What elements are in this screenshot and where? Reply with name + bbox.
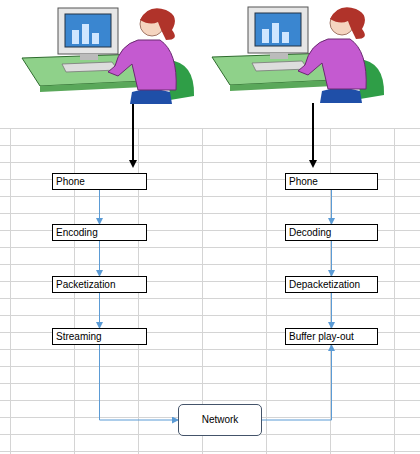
woman-at-computer [22, 8, 194, 104]
box-label: Phone [56, 175, 143, 188]
box-label: Packetization [56, 278, 143, 291]
flow-arrow [262, 345, 332, 420]
box-label: Phone [289, 175, 374, 188]
process-box: Buffer play-out [285, 328, 378, 345]
flow-arrow [99, 190, 100, 224]
box-label: Network [185, 413, 255, 426]
process-box: Phone [285, 173, 378, 190]
process-box: Decoding [285, 224, 378, 241]
flow-arrow [331, 293, 332, 328]
flow-arrow [331, 241, 332, 276]
box-label: Streaming [56, 330, 143, 343]
process-box: Encoding [52, 224, 147, 241]
flow-arrow [100, 345, 179, 420]
process-box: Packetization [52, 276, 147, 293]
box-label: Decoding [289, 226, 374, 239]
flow-arrow [99, 293, 100, 328]
process-box: Phone [52, 173, 147, 190]
process-box: Depacketization [285, 276, 378, 293]
process-box: Streaming [52, 328, 147, 345]
box-label: Encoding [56, 226, 143, 239]
box-label: Depacketization [289, 278, 374, 291]
network-box: Network [178, 404, 262, 436]
box-label: Buffer play-out [289, 330, 374, 343]
flow-arrow [331, 190, 332, 224]
flow-arrow [99, 241, 100, 276]
